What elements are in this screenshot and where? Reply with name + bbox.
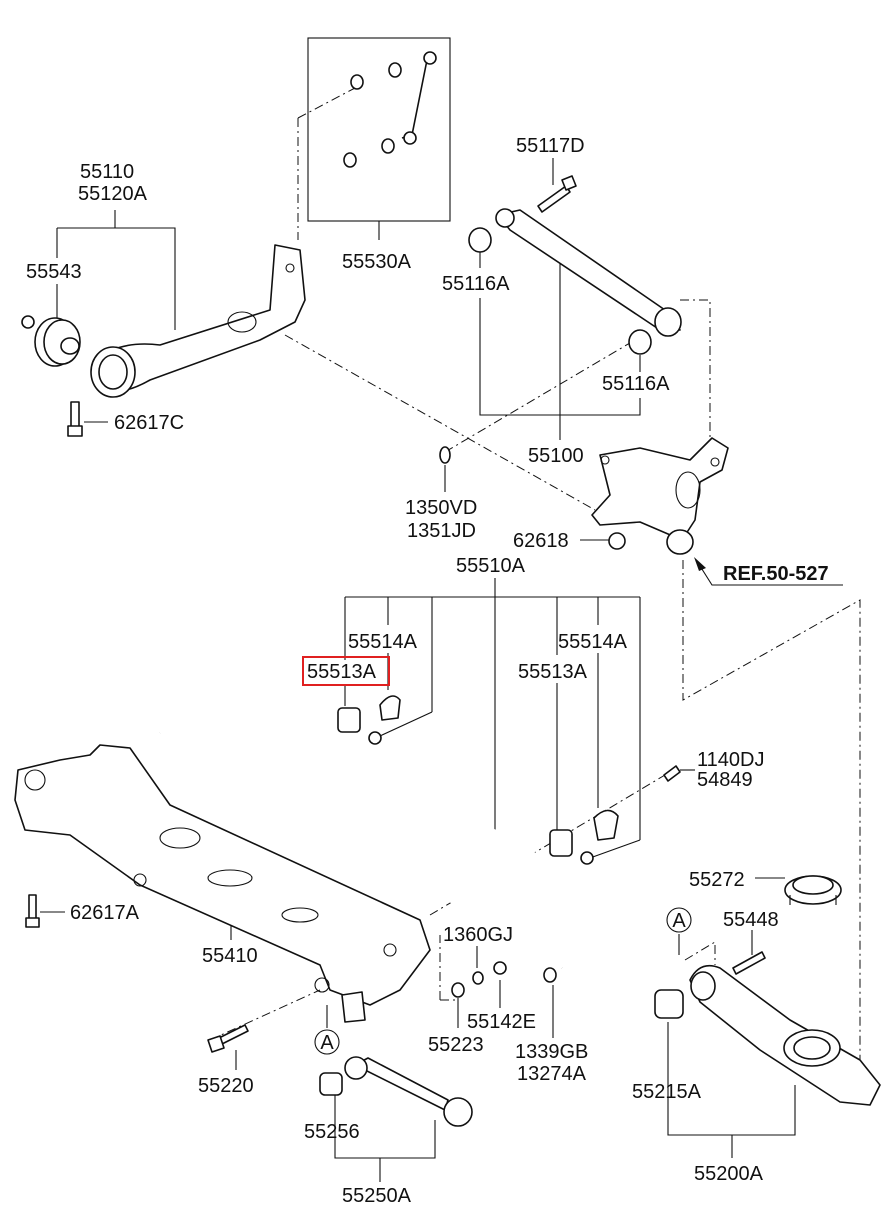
knuckle [591,437,729,555]
bushing-55543 [21,315,81,367]
label-55410: 55410 [202,945,258,967]
label-55110: 55110 [80,161,134,183]
bolt-55117d [537,175,577,213]
label-55513a-right: 55513A [518,661,588,683]
bolt-55448 [732,951,766,975]
washer-1350vd [439,446,451,464]
label-1350vd: 1350VD [405,497,477,519]
label-55543: 55543 [26,261,82,283]
label-55200a: 55200A [694,1163,764,1185]
bolt-1140dj [663,765,681,782]
lower-arm-55250a [319,1056,473,1127]
label-54849: 54849 [697,769,753,791]
bolt-55220 [207,1024,249,1053]
label-55250a: 55250A [342,1185,412,1207]
label-1360gj: 1360GJ [443,924,513,946]
part-labels: 55530A 55117D 55110 55120A 55543 55116A … [26,135,829,1207]
label-55120a: 55120A [78,183,148,205]
leader-lines [40,37,843,1182]
label-62617c: 62617C [114,412,184,434]
label-55256: 55256 [304,1121,360,1143]
upper-arm [468,208,682,355]
label-1351jd: 1351JD [407,520,476,542]
bolt-62617a [25,894,40,928]
nut-62618 [608,532,626,550]
label-55100: 55100 [528,445,584,467]
parts-drawings [14,51,881,1127]
bushing-clamp-right [549,809,619,865]
callout-a-subframe: A [314,1029,340,1055]
callout-a-spring-arm: A [666,907,692,933]
label-55215a: 55215A [632,1081,702,1103]
label-55510a: 55510A [456,555,526,577]
spring-arm-55200a [654,964,881,1106]
trailing-arm [90,244,306,398]
label-55116a-top: 55116A [442,273,510,295]
callout-a-label: A [320,1032,334,1054]
label-1140dj: 1140DJ [697,749,764,771]
label-62617a: 62617A [70,902,140,924]
small-fasteners [451,961,557,998]
label-55223: 55223 [428,1034,484,1056]
label-ref-50-527: REF.50-527 [723,563,829,585]
label-55117d: 55117D [516,135,585,157]
label-55514a-right: 55514A [558,631,628,653]
stabilizer-bar [159,716,564,969]
label-55514a-left: 55514A [348,631,418,653]
label-13274a: 13274A [517,1063,587,1085]
label-55142e: 55142E [467,1011,536,1033]
label-1339gb: 1339GB [515,1041,588,1063]
label-55513a-left: 55513A [307,661,377,683]
label-55448: 55448 [723,909,779,931]
label-55272: 55272 [689,869,745,891]
label-62618: 62618 [513,530,569,552]
label-55220: 55220 [198,1075,254,1097]
spring-seat [784,875,842,905]
highlight-box-55513a [302,656,390,686]
subframe [14,744,431,1023]
label-55530a: 55530A [342,251,412,273]
bushing-clamp-left [337,695,401,745]
label-55116a-bottom: 55116A [602,373,670,395]
stabilizer-link-kit [343,51,437,168]
callout-a-label: A [672,910,686,932]
bolt-62617c [67,401,83,437]
